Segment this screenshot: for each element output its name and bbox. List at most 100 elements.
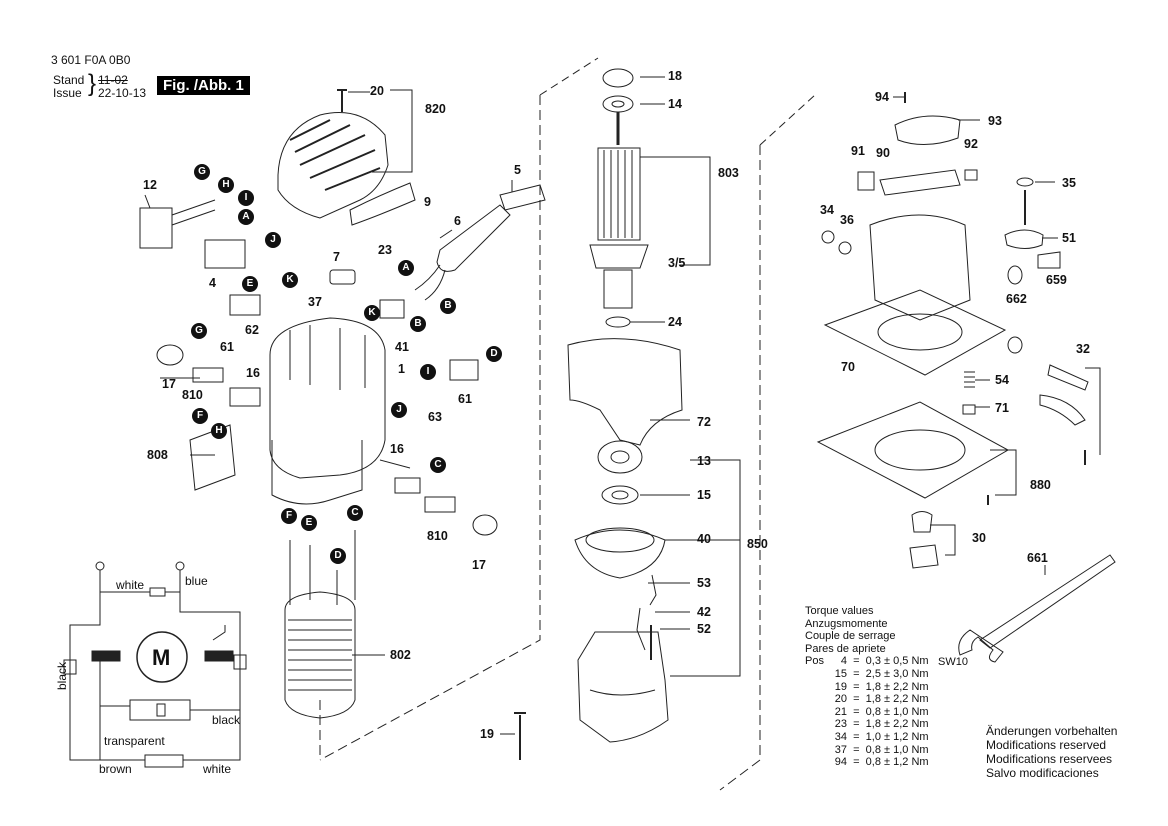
part-6: 6 (454, 214, 461, 228)
issue-label: Issue (53, 86, 82, 100)
part-51: 51 (1062, 231, 1076, 245)
part-4: 4 (209, 276, 216, 290)
badge-j-1: J (265, 232, 281, 248)
part-24: 24 (668, 315, 682, 329)
torque-value: 2,5 ± 3,0 Nm (865, 667, 929, 680)
badge-k-1: K (282, 272, 298, 288)
part-23: 23 (378, 243, 392, 257)
badge-i-2: I (420, 364, 436, 380)
part-14: 14 (668, 97, 682, 111)
part-880: 880 (1030, 478, 1051, 492)
part-12: 12 (143, 178, 157, 192)
part-70: 70 (841, 360, 855, 374)
part-850: 850 (747, 537, 768, 551)
wire-label-blue: blue (185, 574, 208, 588)
torque-row: 37 = 0,8 ± 1,0 Nm (805, 744, 929, 757)
torque-pos-label: Pos (805, 655, 824, 668)
torque-pos: 4 (840, 655, 847, 668)
badge-e-1: E (242, 276, 258, 292)
part-802: 802 (390, 648, 411, 662)
torque-row: 21 = 0,8 ± 1,0 Nm (805, 706, 929, 719)
torque-pos: 37 (834, 743, 847, 756)
torque-equals: = (847, 680, 866, 693)
wire-label-black-mid: black (212, 713, 241, 727)
part-803: 803 (718, 166, 739, 180)
part-42: 42 (697, 605, 711, 619)
torque-pos: 21 (834, 705, 847, 718)
part-32: 32 (1076, 342, 1090, 356)
torque-title-de: Anzugsmomente (805, 617, 888, 630)
part-7: 7 (333, 250, 340, 264)
badge-k-2: K (364, 305, 380, 321)
part-40: 40 (697, 532, 711, 546)
part-5: 5 (514, 163, 521, 177)
part-72: 72 (697, 415, 711, 429)
torque-value: 0,8 ± 1,2 Nm (865, 756, 929, 769)
badge-c-2: C (347, 505, 363, 521)
torque-pos: 94 (834, 756, 847, 769)
badge-h-2: H (211, 423, 227, 439)
torque-value: 0,8 ± 1,0 Nm (865, 743, 929, 756)
part-sw10: SW10 (938, 656, 968, 668)
badge-j-2: J (391, 402, 407, 418)
part-18: 18 (668, 69, 682, 83)
part-52: 52 (697, 622, 711, 636)
figure-label: Fig. /Abb. 1 (157, 76, 250, 95)
part-41: 41 (395, 340, 409, 354)
torque-equals: = (847, 705, 866, 718)
torque-row: 15 = 2,5 ± 3,0 Nm (805, 668, 929, 681)
badge-d-2: D (330, 548, 346, 564)
part-16-left: 16 (246, 366, 260, 380)
part-20: 20 (370, 84, 384, 98)
part-661: 661 (1027, 551, 1048, 565)
wire-label-black-left: black (55, 661, 69, 690)
badge-b-2: B (410, 316, 426, 332)
part-94: 94 (875, 90, 889, 104)
part-92: 92 (964, 137, 978, 151)
part-662: 662 (1006, 292, 1027, 306)
part-17-right: 17 (472, 558, 486, 572)
part-9: 9 (424, 195, 431, 209)
torque-equals: = (847, 667, 866, 680)
torque-pos: 23 (834, 718, 847, 731)
torque-title-en: Torque values (805, 605, 874, 617)
badge-h-1: H (218, 177, 234, 193)
part-61-right: 61 (458, 392, 472, 406)
torque-row: 19 = 1,8 ± 2,2 Nm (805, 681, 929, 694)
badge-i-1: I (238, 190, 254, 206)
part-3-5: 3/5 (668, 256, 686, 270)
torque-value: 1,0 ± 1,2 Nm (865, 730, 929, 743)
part-17-left: 17 (162, 377, 176, 391)
part-16-right: 16 (390, 442, 404, 456)
part-13: 13 (697, 454, 711, 468)
badge-f-2: F (281, 508, 297, 524)
torque-table: Torque values Anzugsmomente Couple de se… (805, 605, 929, 769)
torque-pos: 20 (834, 693, 847, 706)
part-35: 35 (1062, 176, 1076, 190)
part-62: 62 (245, 323, 259, 337)
modifications-notes: Änderungen vorbehalten Modifications res… (986, 724, 1117, 780)
header-brace: } (88, 70, 97, 97)
part-1: 1 (398, 362, 405, 376)
torque-row: 23 = 1,8 ± 2,2 Nm (805, 718, 929, 731)
note-fr: Modifications reservees (986, 752, 1113, 766)
note-de: Änderungen vorbehalten (986, 724, 1118, 738)
stand-label: Stand (53, 73, 85, 87)
part-19: 19 (480, 727, 494, 741)
part-820: 820 (425, 102, 446, 116)
torque-pos: 19 (834, 680, 847, 693)
torque-pos: 15 (834, 667, 847, 680)
part-810-left: 810 (182, 388, 203, 402)
part-36: 36 (840, 213, 854, 227)
part-61-left: 61 (220, 340, 234, 354)
part-90: 90 (876, 146, 890, 160)
torque-equals: = (847, 655, 866, 668)
torque-value: 1,8 ± 2,2 Nm (865, 680, 929, 693)
torque-row: 34 = 1,0 ± 1,2 Nm (805, 731, 929, 744)
badge-b-1: B (440, 298, 456, 314)
torque-equals: = (847, 730, 866, 743)
torque-title-fr: Couple de serrage (805, 630, 896, 643)
wire-label-white-bottom: white (203, 762, 232, 776)
